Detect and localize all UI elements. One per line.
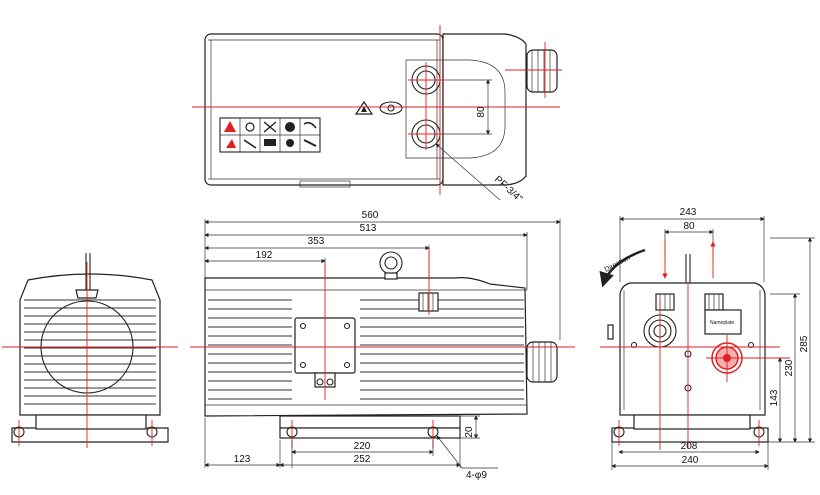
port-spacing-80: 80: [476, 106, 487, 118]
top-view: 80 PF-3/4": [192, 25, 562, 205]
dim-252: 252: [354, 454, 371, 465]
dim-560: 560: [362, 210, 379, 221]
rotation-direction-label: Direction: [604, 255, 632, 274]
mounting-holes-label: 4-φ9: [466, 470, 487, 481]
dim-353: 353: [308, 236, 325, 247]
dim-143: 143: [769, 389, 780, 406]
end-view: [2, 253, 178, 448]
nameplate-label: Nameplate: [710, 320, 734, 326]
dim-192: 192: [256, 250, 273, 261]
dim-285: 285: [799, 335, 810, 352]
motor-end-view: 243 80 Direction Nameplate: [599, 207, 815, 470]
dim-220: 220: [354, 441, 371, 452]
dim-240: 240: [682, 455, 699, 466]
dim-243: 243: [680, 207, 697, 218]
dim-80-side: 80: [683, 221, 695, 232]
dim-208: 208: [681, 441, 698, 452]
dim-20: 20: [464, 426, 475, 438]
dim-513: 513: [360, 223, 377, 234]
dim-123: 123: [234, 454, 251, 465]
warning-pictograms: [219, 117, 321, 153]
main-view: 560 513 353 192: [190, 210, 575, 481]
dim-230: 230: [784, 359, 795, 376]
